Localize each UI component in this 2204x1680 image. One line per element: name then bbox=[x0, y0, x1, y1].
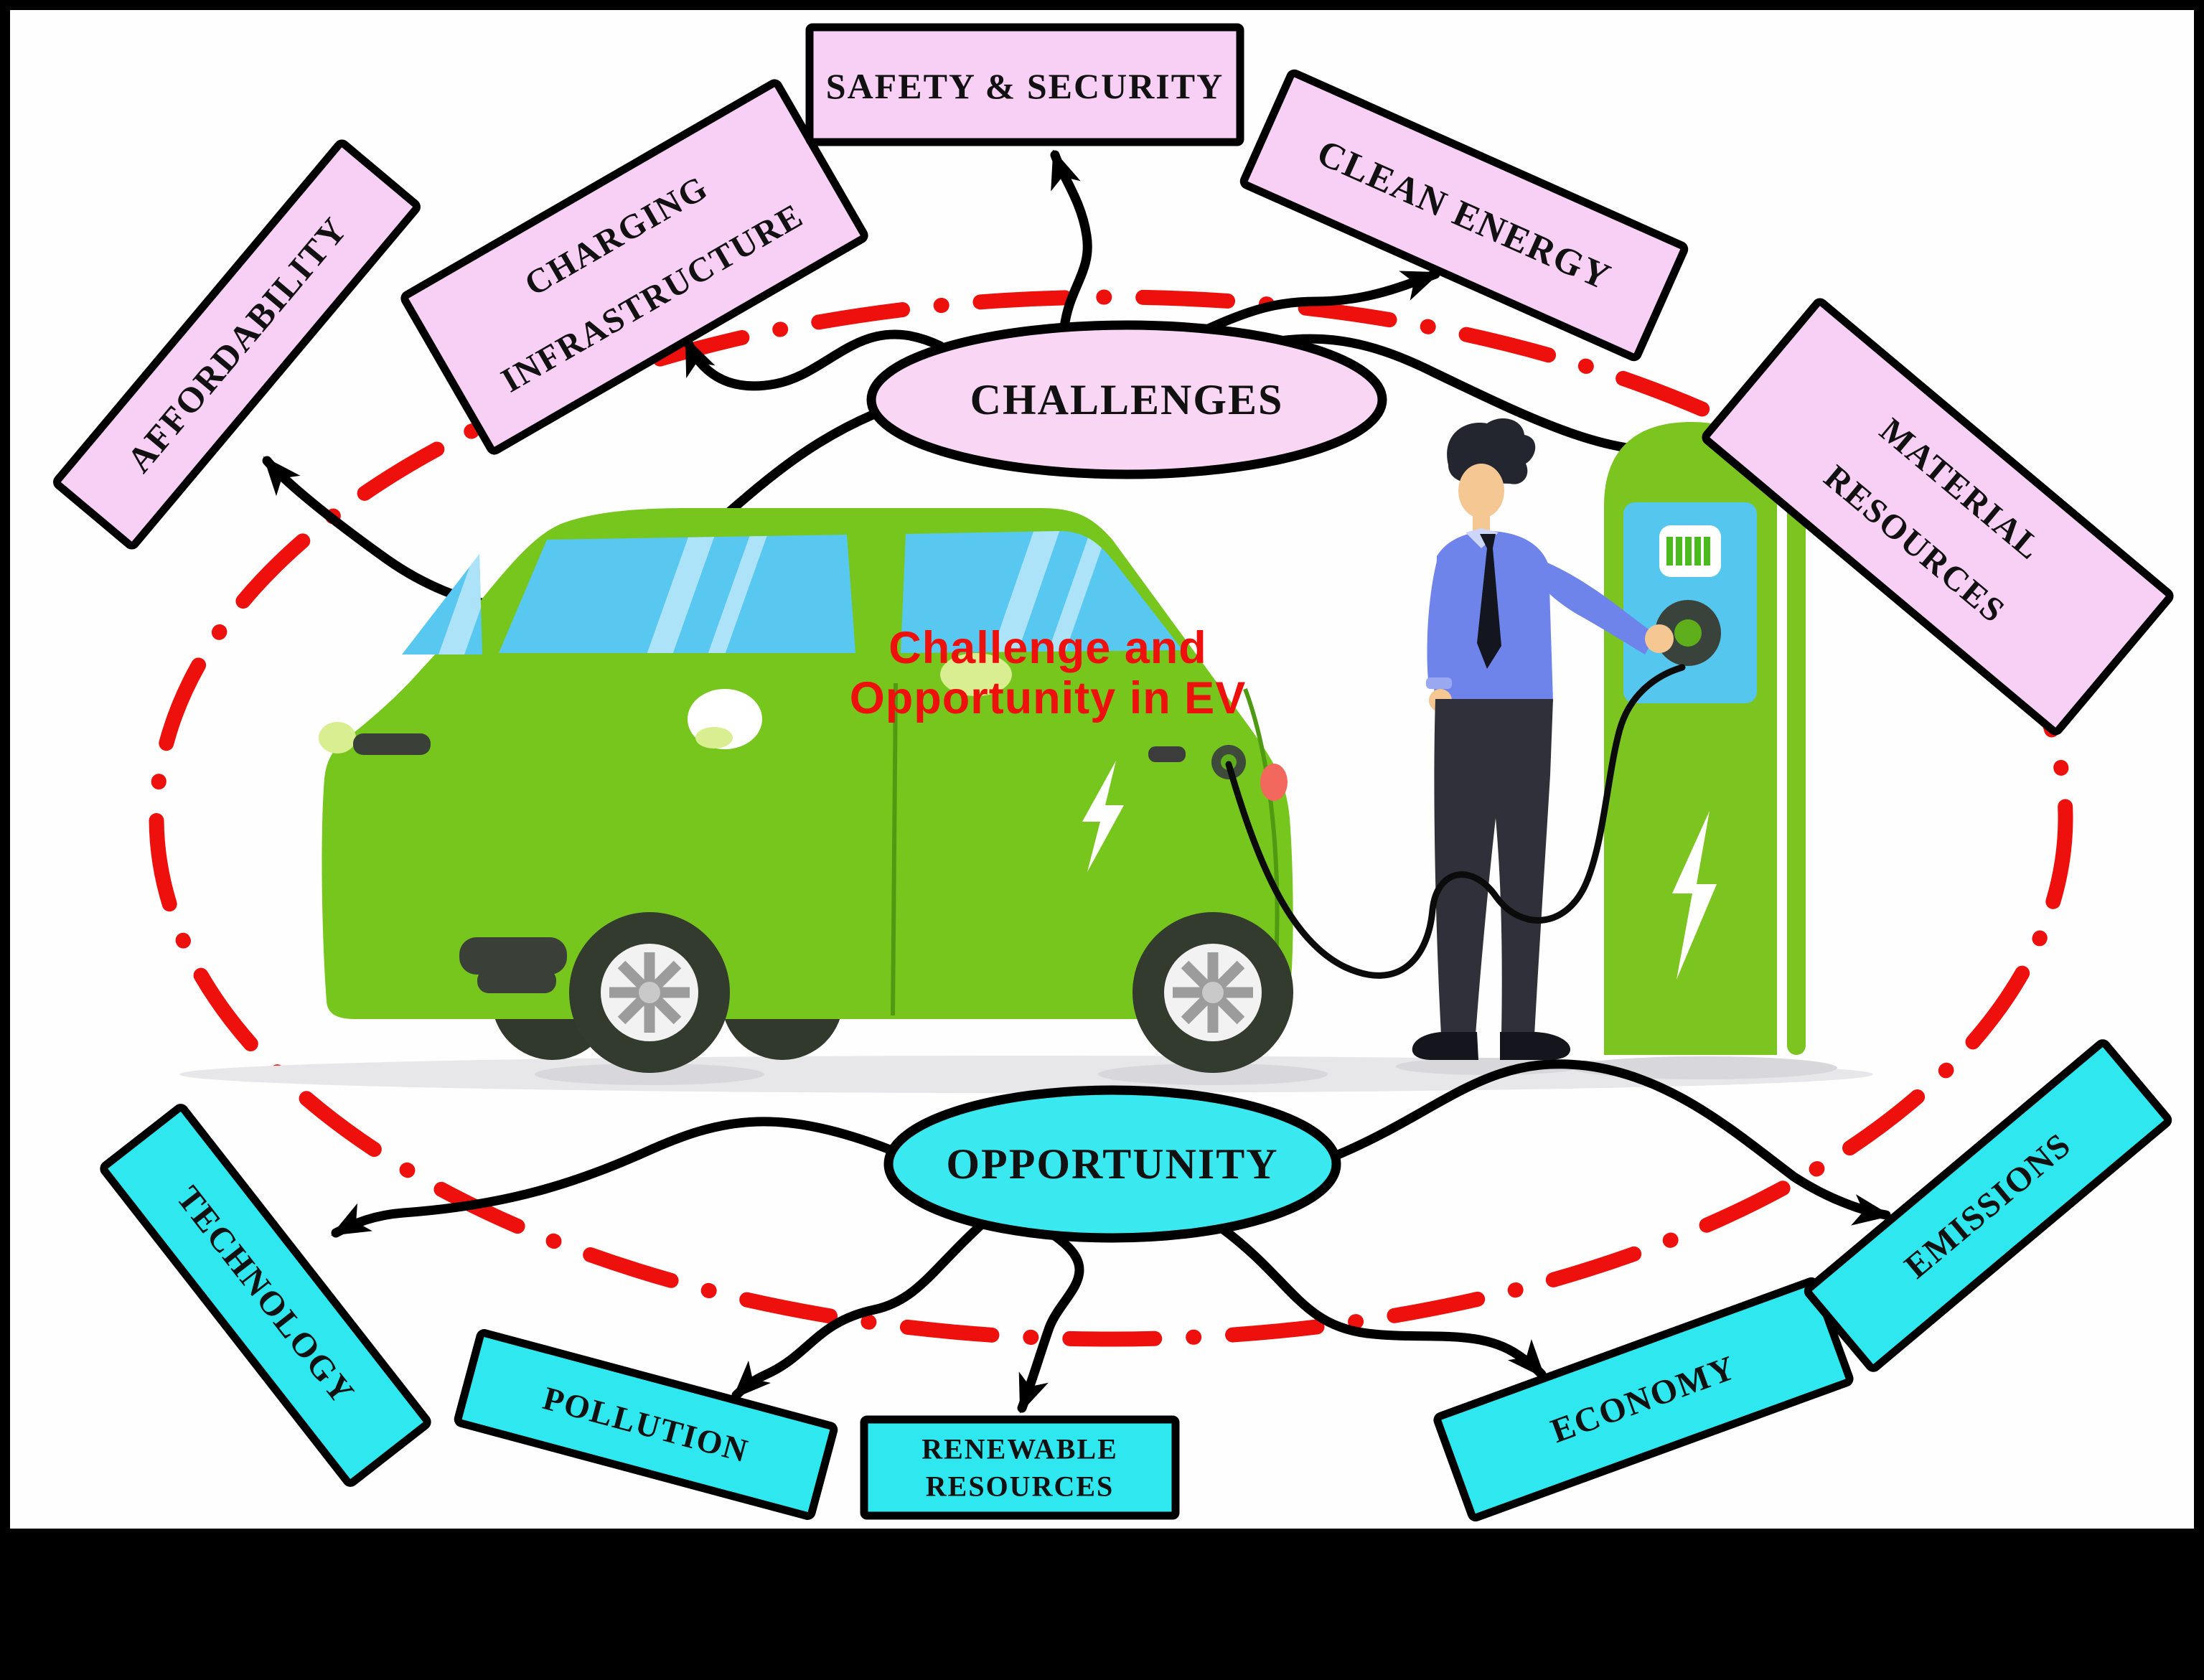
man-hair bbox=[1447, 418, 1536, 484]
car-foglight bbox=[319, 722, 356, 754]
hub-challenges-label: CHALLENGES bbox=[970, 376, 1284, 423]
car-windows bbox=[402, 531, 1183, 654]
man-left-cuff bbox=[1426, 677, 1452, 689]
box-material-resources: MATERIAL RESOURCES bbox=[1702, 298, 2174, 736]
charging-cable bbox=[1225, 664, 1686, 979]
man-right-shoe bbox=[1500, 1032, 1570, 1060]
box-pollution: POLLUTION bbox=[454, 1329, 838, 1520]
man-figure bbox=[1412, 418, 1656, 1060]
car-accent-blob bbox=[940, 653, 1012, 696]
connector-opportunity-pollution bbox=[731, 1219, 987, 1400]
man-face bbox=[1458, 464, 1504, 518]
connector-challenges-clean-energy bbox=[1172, 269, 1441, 348]
hub-opportunity-label: OPPORTUNITY bbox=[946, 1140, 1278, 1188]
connector-opportunity-emissions bbox=[1331, 1059, 1892, 1226]
connector-opportunity-technology bbox=[330, 1117, 895, 1238]
car-wheel-rear bbox=[1133, 912, 1293, 1073]
battery-indicator-bars bbox=[1666, 537, 1710, 566]
ev-car bbox=[319, 508, 1293, 1073]
red-dashed-ellipse bbox=[149, 289, 2073, 1347]
car-taillight bbox=[1260, 764, 1288, 801]
page-title-line1: Challenge and bbox=[888, 623, 1207, 673]
man-pants bbox=[1434, 699, 1553, 1035]
car-headlight-inner bbox=[695, 727, 733, 749]
page-title: Challenge and Opportunity in EV bbox=[850, 623, 1246, 723]
box-safety-security-label: SAFETY & SECURITY bbox=[826, 66, 1224, 106]
page-title-line2: Opportunity in EV bbox=[850, 673, 1246, 723]
connector-challenges-safety-security bbox=[1050, 149, 1092, 332]
car-wheel-front bbox=[569, 912, 730, 1073]
man-right-hand bbox=[1645, 624, 1674, 653]
lightning-bolt-icon-car bbox=[1082, 761, 1124, 872]
box-renewable-resources: RENEWABLE RESOURCES bbox=[860, 1415, 1180, 1520]
man-tie bbox=[1477, 534, 1501, 669]
car-underbody-bar bbox=[459, 937, 567, 975]
lightning-bolt-icon-station bbox=[1672, 811, 1717, 980]
connector-opportunity-renewable-resources bbox=[1017, 1229, 1084, 1414]
car-underbody-step bbox=[477, 969, 556, 993]
man-left-arm bbox=[1427, 561, 1455, 682]
car-door-handle bbox=[1148, 746, 1186, 762]
window-reflection-streaks bbox=[438, 531, 1108, 654]
charging-station bbox=[1604, 422, 1806, 1055]
hub-opportunity: OPPORTUNITY bbox=[883, 1085, 1341, 1243]
hub-challenges: CHALLENGES bbox=[866, 320, 1387, 479]
station-side-layer bbox=[1787, 445, 1806, 1055]
man-left-shoe bbox=[1412, 1032, 1478, 1060]
car-grille bbox=[353, 733, 431, 755]
box-renewable-resources-line2: RESOURCES bbox=[926, 1470, 1115, 1503]
connector-opportunity-economy bbox=[1217, 1224, 1547, 1379]
man-right-arm bbox=[1530, 556, 1656, 654]
box-safety-security: SAFETY & SECURITY bbox=[805, 23, 1244, 146]
box-renewable-resources-line1: RENEWABLE bbox=[922, 1433, 1118, 1465]
station-connector-plug bbox=[1674, 619, 1702, 647]
connector-challenges-charging-infrastructure bbox=[683, 329, 945, 391]
box-economy: ECONOMY bbox=[1433, 1277, 1854, 1522]
